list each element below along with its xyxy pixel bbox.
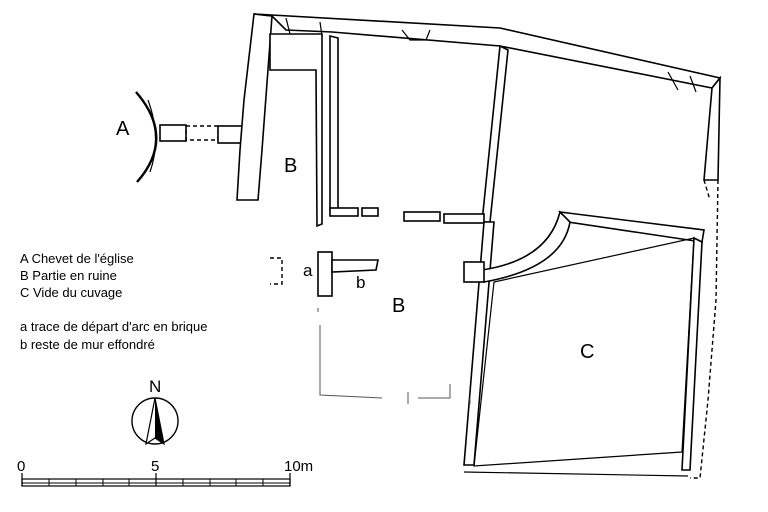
east-boundary [690, 179, 719, 479]
wall-east [703, 75, 721, 181]
scale-tick-10m: 10m [284, 458, 313, 475]
ruin-outline [317, 308, 471, 404]
label-a: A [116, 118, 130, 140]
church-apse-arc [135, 91, 158, 183]
sill-1 [329, 207, 359, 217]
collapsed-wall-b [331, 259, 379, 273]
sill-3 [403, 211, 441, 222]
wall-north-joint [401, 29, 431, 41]
wall-room-c-curve [481, 210, 571, 283]
north-arrow-icon [131, 397, 179, 446]
legend-note-a: a trace de départ d'arc en brique [20, 319, 208, 334]
church-apse-arc-inner [147, 99, 157, 173]
wall-partition-2 [481, 44, 509, 223]
label-c: C [580, 341, 594, 363]
wall-partition-1 [329, 34, 339, 211]
passage-wall-left [159, 124, 187, 142]
room-c-south-edge [463, 471, 689, 477]
scale-tick-0: 0 [17, 458, 25, 475]
wall-room-c-stub [463, 261, 485, 283]
wall-west-inner [269, 33, 323, 228]
legend-item-b: B Partie en ruine [20, 268, 117, 283]
wall-west [236, 13, 273, 201]
legend-item-a: A Chevet de l'église [20, 251, 134, 266]
wall-room-c-north [558, 210, 705, 243]
sill-4 [443, 213, 485, 224]
label-b-small: b [356, 273, 365, 292]
legend-item-c: C Vide du cuvage [20, 285, 122, 300]
sill-2 [361, 207, 379, 217]
room-c-east-edge [681, 236, 703, 471]
arc-trace-a [317, 251, 333, 297]
wall-north [253, 13, 722, 89]
wall-east-corner [667, 71, 697, 93]
legend-note-b: b reste de mur effondré [20, 337, 155, 352]
passage-opening [185, 125, 219, 141]
scale-bar [21, 473, 291, 487]
east-boundary-2 [703, 179, 711, 201]
north-label: N [149, 377, 161, 396]
arc-trace-dashed [270, 257, 283, 285]
label-a-small: a [303, 261, 313, 280]
scale-tick-5: 5 [151, 458, 159, 475]
wall-room-c-west [463, 221, 495, 466]
label-b-left: B [284, 155, 297, 177]
label-b-center: B [392, 295, 405, 317]
room-c-floor-edge [473, 237, 695, 467]
wall-north-joint-2 [285, 17, 323, 37]
